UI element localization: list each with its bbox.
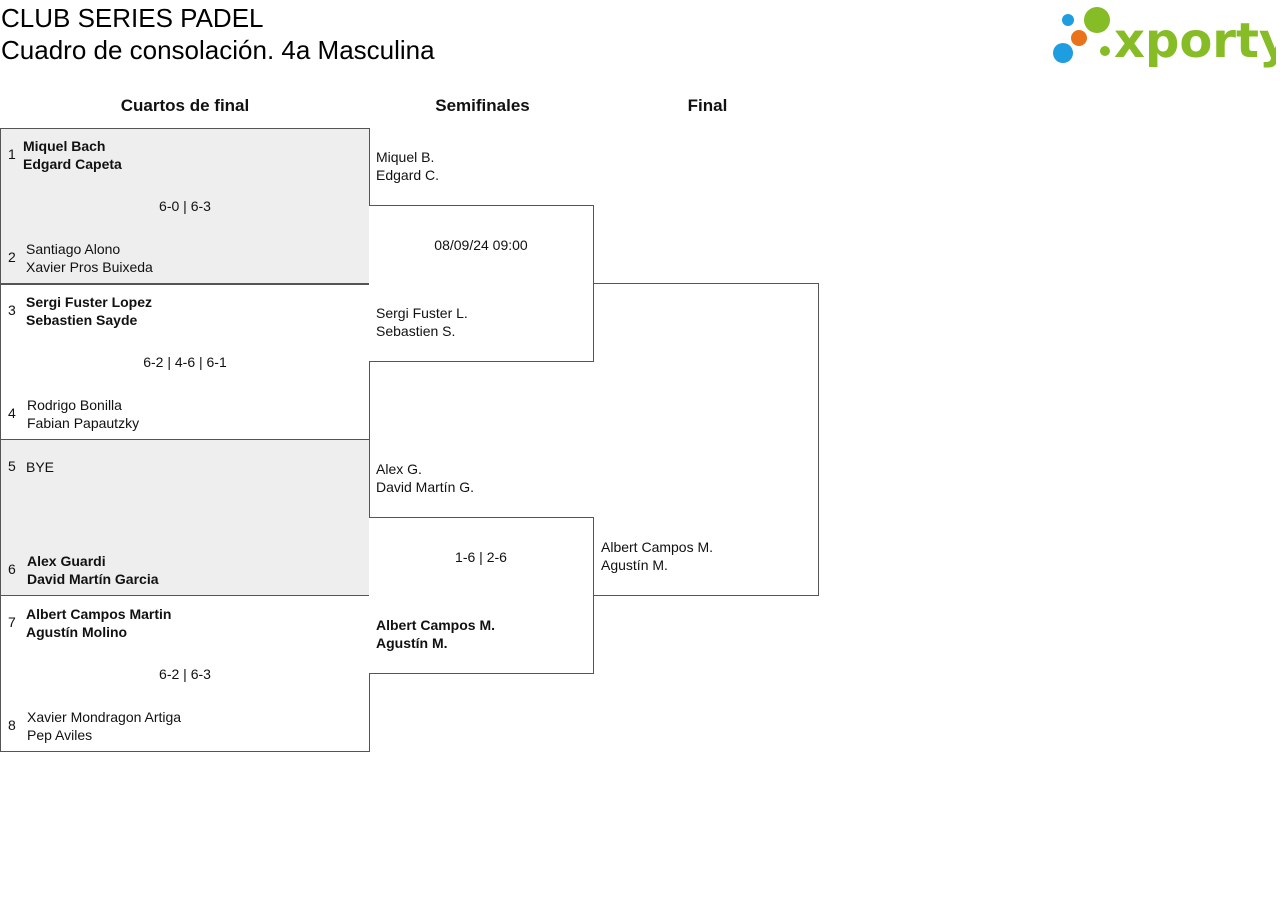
player-name: Alex Guardi [27, 553, 106, 569]
team-bottom[interactable]: Xavier Mondragon Artiga Pep Aviles [27, 708, 181, 744]
player-name: Pep Aviles [27, 727, 93, 743]
player-name: Xavier Pros Buixeda [26, 259, 153, 275]
sf-match-1: 08/09/24 09:00 [369, 205, 594, 362]
player-name: Miquel B. [376, 149, 435, 165]
player-name: Sebastien S. [376, 323, 456, 339]
seed-number: 3 [8, 302, 16, 318]
match-datetime: 08/09/24 09:00 [434, 237, 528, 253]
player-name: Sergi Fuster L. [376, 305, 468, 321]
final-match [594, 283, 819, 596]
round-header-final: Final [687, 96, 728, 115]
team-bottom[interactable]: Rodrigo Bonilla Fabian Papautzky [27, 396, 139, 432]
page-title: CLUB SERIES PADEL [1, 3, 264, 33]
round-header-quarterfinals: Cuartos de final [120, 96, 250, 115]
player-name: Albert Campos M. [601, 539, 714, 555]
page-subtitle: Cuadro de consolación. 4a Masculina [1, 35, 435, 65]
sf2-team-bottom[interactable]: Albert Campos M. Agustín M. [376, 616, 495, 652]
player-name: David Martín G. [376, 479, 475, 495]
sf-match-2: 1-6 | 2-6 [369, 517, 594, 674]
player-name: Albert Campos M. [376, 617, 496, 633]
player-name: Agustín M. [376, 635, 448, 651]
qf-match-3: 5 BYE 6 Alex Guardi David Martín Garcia [0, 439, 370, 596]
sf1-team-bottom[interactable]: Sergi Fuster L. Sebastien S. [376, 304, 468, 340]
seed-number: 4 [8, 405, 16, 421]
seed-number: 7 [8, 614, 16, 630]
player-name: Santiago Alono [26, 241, 121, 257]
player-name: David Martín Garcia [27, 571, 159, 587]
seed-number: 5 [8, 458, 16, 474]
player-name: Albert Campos Martin [26, 606, 172, 622]
team-top[interactable]: BYE [26, 458, 54, 476]
qf-match-4: 7 Albert Campos Martin Agustín Molino 6-… [0, 595, 370, 752]
team-bottom[interactable]: Santiago Alono Xavier Pros Buixeda [26, 240, 153, 276]
match-score: 6-2 | 6-3 [159, 666, 211, 682]
player-name: Xavier Mondragon Artiga [27, 709, 182, 725]
final-team-bottom[interactable]: Albert Campos M. Agustín M. [601, 538, 713, 574]
match-score: 6-2 | 4-6 | 6-1 [143, 354, 227, 370]
player-name: BYE [26, 459, 55, 475]
player-name: Edgard C. [376, 167, 440, 183]
team-top[interactable]: Miquel Bach Edgard Capeta [23, 137, 122, 173]
sf2-team-top[interactable]: Alex G. David Martín G. [376, 460, 474, 496]
player-name: Edgard Capeta [23, 156, 122, 172]
player-name: Fabian Papautzky [27, 415, 140, 431]
player-name: Alex G. [376, 461, 422, 477]
seed-number: 8 [8, 717, 16, 733]
player-name: Rodrigo Bonilla [27, 397, 122, 413]
xporty-logo: xporty [1050, 2, 1276, 68]
player-name: Miquel Bach [23, 138, 106, 154]
player-name: Agustín Molino [26, 624, 128, 640]
team-top[interactable]: Sergi Fuster Lopez Sebastien Sayde [26, 293, 152, 329]
sf1-team-top[interactable]: Miquel B. Edgard C. [376, 148, 439, 184]
round-header-semifinals: Semifinales [435, 96, 530, 115]
logo-wordmark: xporty [1114, 13, 1276, 68]
match-score: 1-6 | 2-6 [455, 549, 507, 565]
team-bottom[interactable]: Alex Guardi David Martín Garcia [27, 552, 159, 588]
seed-number: 6 [8, 561, 16, 577]
player-name: Sergi Fuster Lopez [26, 294, 153, 310]
player-name: Agustín M. [601, 557, 668, 573]
seed-number: 1 [8, 146, 16, 162]
seed-number: 2 [8, 249, 16, 265]
team-top[interactable]: Albert Campos Martin Agustín Molino [26, 605, 171, 641]
qf-match-2: 3 Sergi Fuster Lopez Sebastien Sayde 6-2… [0, 283, 370, 440]
qf-match-1: 1 Miquel Bach Edgard Capeta 6-0 | 6-3 2 … [0, 128, 370, 285]
player-name: Sebastien Sayde [26, 312, 138, 328]
match-score: 6-0 | 6-3 [159, 198, 211, 214]
